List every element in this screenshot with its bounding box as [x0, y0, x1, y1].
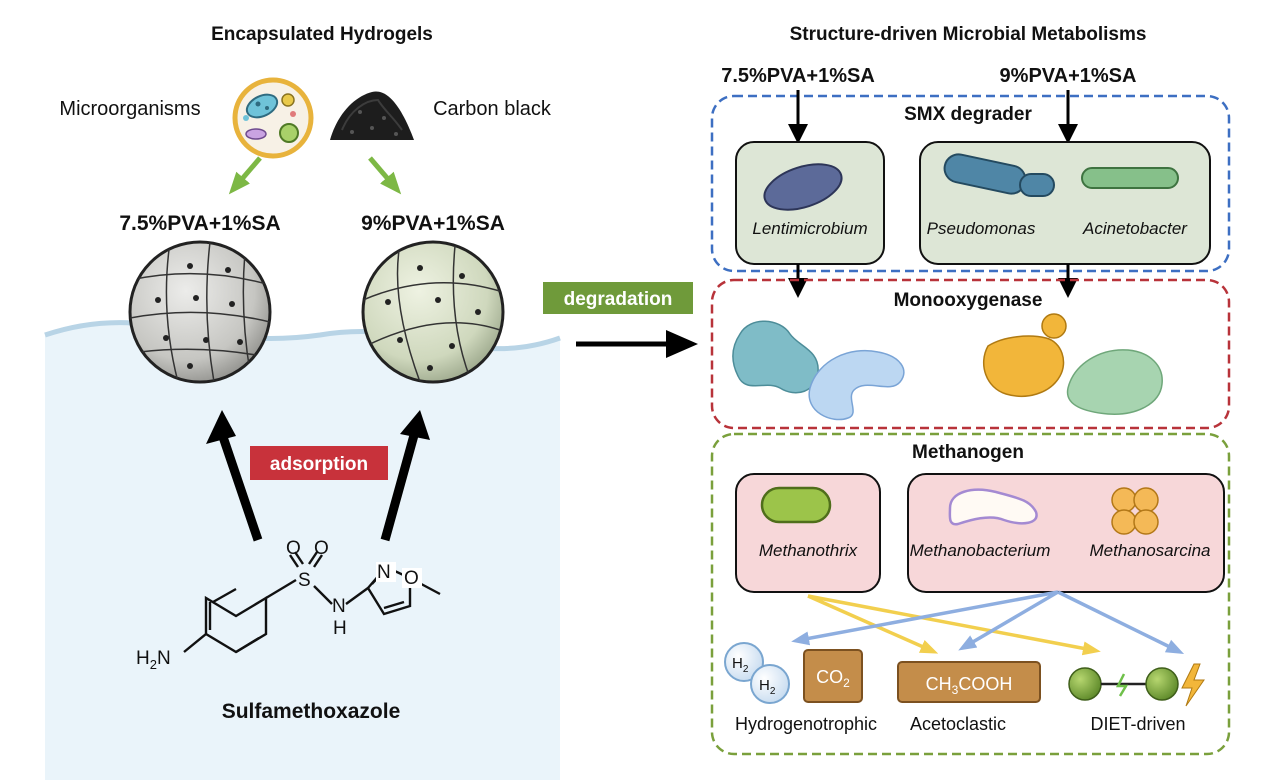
co2-block-icon [803, 649, 863, 703]
acinetobacter-cell-icon [1081, 167, 1179, 189]
atom-o-ring: O [404, 568, 419, 589]
bead2-label: 9%PVA+1%SA [361, 212, 505, 235]
pathway-diet-driven: DIET-driven [1090, 714, 1185, 734]
degradation-label: degradation [564, 289, 673, 310]
acetate-label: CH3COOH [926, 674, 1013, 697]
co2-label: CO2 [816, 667, 850, 690]
top-label-2: 9%PVA+1%SA [1000, 65, 1137, 87]
pseudomonas-cell-icon [943, 153, 1055, 197]
methanothrix-cell-icon [760, 486, 832, 524]
co2-symbol: CO [816, 667, 843, 687]
atom-n-amine: N [157, 648, 171, 669]
h2-sub-1: 2 [743, 664, 749, 675]
h2-symbol-2: H [759, 677, 770, 694]
arrow-to-monooxygenase-1 [788, 278, 808, 298]
methanosarcina-cell-icon [1111, 487, 1159, 535]
hydrogel-bead-2 [361, 240, 505, 384]
taxon-pseudomonas: Pseudomonas [927, 219, 1036, 238]
monooxygenase-box [710, 278, 1231, 430]
arrow-to-pseudomonas [1058, 124, 1078, 144]
monooxygenase-title: Monooxygenase [894, 290, 1043, 311]
enzyme-icon-2 [808, 350, 905, 421]
enzyme-icon-3 [983, 313, 1067, 397]
top-label-1: 7.5%PVA+1%SA [721, 65, 875, 87]
adsorption-label: adsorption [270, 454, 368, 475]
atom-n-amide: N [332, 596, 346, 617]
microorganisms-icon [232, 77, 314, 159]
h2-symbol-1: H [732, 655, 743, 672]
arrow-to-monooxygenase-2 [1058, 278, 1078, 298]
pathway-arrows [791, 590, 1185, 656]
methanogen-box [710, 432, 1231, 756]
atom-o-2: O [314, 538, 329, 559]
taxon-methanobacterium: Methanobacterium [910, 541, 1051, 560]
sulfamethoxazole-structure [183, 551, 441, 654]
enzyme-icon-1 [732, 320, 819, 394]
taxon-lentimicrobium: Lentimicrobium [752, 219, 867, 238]
atom-n-ring: N [377, 562, 391, 583]
acetate-sub: 3 [952, 683, 959, 697]
atom-h-amine: H [136, 648, 150, 669]
h2-sub-2: 2 [770, 686, 776, 697]
lentimicrobium-cell-icon [763, 163, 843, 211]
acetate-part-a: CH [926, 674, 952, 694]
carbon-black-icon [330, 91, 414, 140]
h2-label-2: H2 [759, 677, 776, 697]
adsorption-badge [250, 446, 388, 480]
acetate-block-icon [897, 661, 1041, 703]
hydrogel-bead-1 [128, 240, 272, 384]
pathway-hydrogenotrophic: Hydrogenotrophic [735, 714, 877, 734]
amine-group: H2N [136, 648, 171, 672]
taxon-methanosarcina: Methanosarcina [1090, 541, 1211, 560]
taxon-acinetobacter: Acinetobacter [1082, 219, 1188, 238]
atom-s: S [298, 570, 311, 591]
arrow-adsorption-2 [380, 426, 421, 542]
left-title: Encapsulated Hydrogels [211, 24, 433, 45]
methanogen-title: Methanogen [912, 442, 1024, 463]
taxon-methanothrix: Methanothrix [759, 541, 858, 560]
atom-o-1: O [286, 538, 301, 559]
atom-h-amine-sub: 2 [150, 657, 157, 672]
pathway-acetoclastic: Acetoclastic [910, 714, 1006, 734]
arrow-micro-to-bead1 [228, 156, 262, 195]
microorganisms-label: Microorganisms [59, 98, 200, 120]
acetate-part-b: COOH [958, 674, 1012, 694]
smx-degrader-title: SMX degrader [904, 104, 1032, 125]
arrow-adsorption-1 [215, 423, 263, 542]
molecule-name: Sulfamethoxazole [222, 700, 401, 723]
degradation-badge [543, 282, 693, 314]
co2-sub: 2 [843, 676, 850, 690]
arrow-to-lentimicrobium [788, 124, 808, 144]
diet-electron-transfer-icon [1068, 663, 1205, 707]
arrow-carbon-to-bead2 [368, 156, 402, 195]
h2-label-1: H2 [732, 655, 749, 675]
methanobacterium-cell-icon [948, 488, 1038, 526]
carbon-black-label: Carbon black [433, 98, 552, 120]
sulfamethoxazole-atoms: O O S N H N O H2N [136, 538, 422, 672]
h2-molecule-icon [724, 642, 790, 704]
methanobacterium-methanosarcina-card [907, 473, 1225, 593]
enzyme-icon-4 [1066, 349, 1163, 415]
right-title: Structure-driven Microbial Metabolisms [790, 24, 1147, 45]
bead1-label: 7.5%PVA+1%SA [119, 212, 280, 235]
atom-h-amide: H [333, 618, 347, 639]
